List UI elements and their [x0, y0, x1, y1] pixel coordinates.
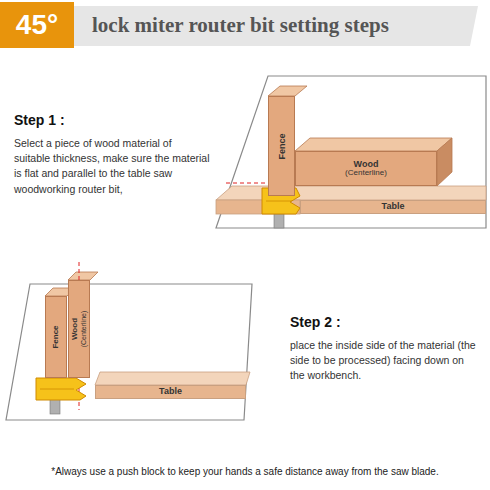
part-note: (Centerline) — [80, 311, 87, 348]
table-top — [95, 372, 250, 385]
part-name: Table — [382, 202, 405, 211]
part-name: Wood — [354, 160, 379, 169]
wood-board: Fence — [45, 296, 67, 378]
part-name: Table — [159, 387, 182, 396]
step-heading: Step 1 : — [14, 110, 214, 130]
title: lock miter router bit setting steps — [92, 13, 389, 38]
angle-badge: 45° — [0, 2, 74, 48]
wood-board: Wood(Centerline) — [68, 280, 90, 378]
panel-outline — [216, 76, 486, 228]
wood-board: Table — [300, 200, 486, 214]
wood-side — [437, 138, 452, 186]
wood-board: Wood(Centerline) — [295, 151, 437, 186]
table-top — [216, 186, 486, 200]
part-note: (Centerline) — [345, 169, 387, 177]
part-name: Fence — [52, 325, 60, 348]
part-name: Fence — [277, 133, 286, 159]
step-text: Select a piece of wood material of suita… — [14, 136, 210, 197]
wood-top — [295, 138, 452, 151]
wood-board: Fence — [268, 96, 295, 196]
safety-note: *Always use a push block to keep your ha… — [8, 466, 482, 477]
step-heading: Step 2 : — [290, 312, 480, 332]
panel-outline — [6, 284, 252, 420]
fence-top — [268, 86, 307, 96]
part-name: Wood — [71, 318, 79, 340]
step-text: place the inside side of the material (t… — [290, 338, 480, 384]
wood-top — [68, 272, 98, 280]
router-bit — [36, 378, 86, 414]
wood-board: Table — [95, 385, 246, 399]
angle-label: 45° — [16, 10, 58, 39]
title-banner — [60, 6, 478, 46]
